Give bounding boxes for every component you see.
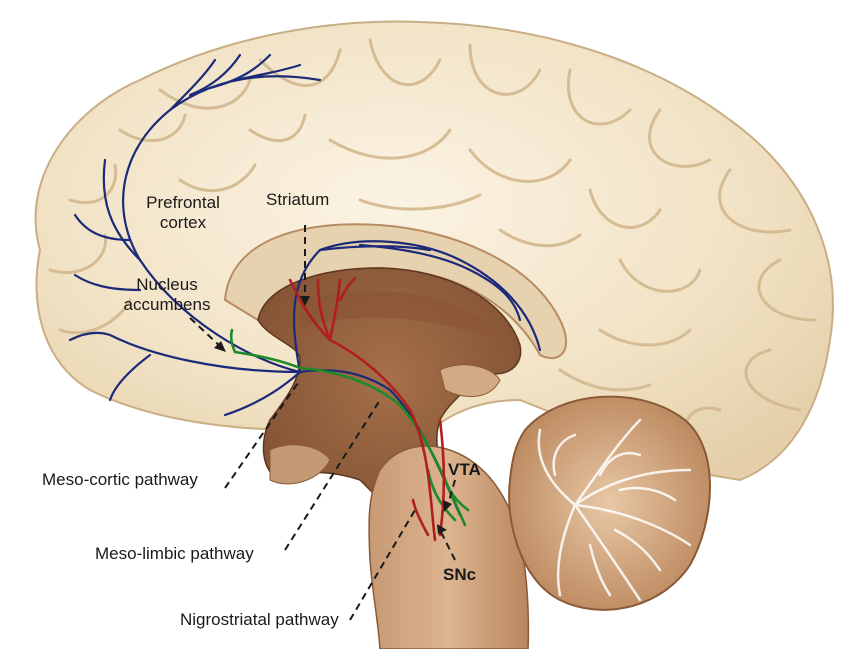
nigrostriatal-pointer — [349, 509, 416, 621]
pointer-arrowheads — [214, 296, 452, 534]
prefrontal-cortex-label-line2: cortex — [159, 213, 207, 232]
vta-pointer — [447, 479, 456, 506]
nucleus-accumbens-label: Nucleus accumbens — [112, 275, 222, 315]
meso-limbic-pointer — [284, 399, 381, 551]
snc-pointer — [439, 529, 456, 561]
vta-label: VTA — [448, 460, 481, 479]
meso-cortic-pathway-label: Meso-cortic pathway — [42, 470, 198, 489]
meso-limbic-pathway-label: Meso-limbic pathway — [95, 544, 254, 563]
nucleus-accumbens-pointer — [189, 317, 223, 349]
nigrostriatal-fibers — [288, 276, 446, 542]
nigrostriatal-pathway-label: Nigrostriatal pathway — [180, 610, 339, 629]
snc-label: SNc — [443, 565, 477, 584]
meso-cortic-pointer — [224, 379, 301, 489]
cerebellum — [508, 395, 711, 611]
label-pointers — [189, 225, 456, 621]
prefrontal-cortex-label-line1: Prefrontal — [146, 193, 220, 212]
nucleus-accumbens-label-line1: Nucleus — [136, 275, 198, 294]
nucleus-accumbens-label-line2: accumbens — [123, 295, 211, 314]
prefrontal-cortex-label: Prefrontal cortex — [128, 193, 238, 233]
striatum-label: Striatum — [266, 190, 330, 209]
